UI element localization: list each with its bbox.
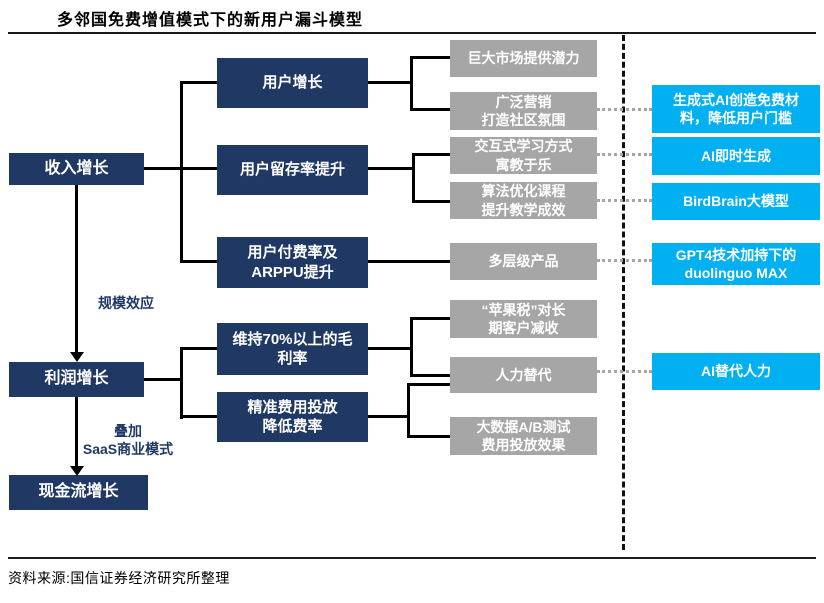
connector-line — [180, 347, 217, 350]
connector-line — [144, 378, 180, 381]
connector-line — [407, 383, 410, 438]
connector-line — [180, 167, 217, 170]
ai-boundary-dashed-line — [622, 35, 625, 550]
connector-line — [410, 317, 413, 377]
node-birdbrain-model: BirdBrain大模型 — [652, 183, 820, 220]
connector-line — [368, 260, 450, 263]
connector-line — [368, 167, 412, 170]
saas-model-label: 叠加 SaaS商业模式 — [82, 423, 174, 457]
dotted-link — [597, 370, 652, 373]
node-algorithm-courses: 算法优化课程 提升教学成效 — [450, 182, 597, 219]
node-expense-efficiency: 精准费用投放 降低费率 — [217, 392, 368, 442]
top-divider — [8, 32, 816, 34]
node-labor-substitution: 人力替代 — [450, 357, 597, 393]
connector-line — [410, 56, 450, 59]
connector-line — [180, 81, 217, 84]
connector-line — [180, 415, 217, 418]
dotted-link — [597, 153, 652, 156]
connector-line — [144, 167, 180, 170]
bottom-divider — [8, 557, 816, 559]
down-arrowhead — [70, 352, 84, 362]
dotted-link — [597, 108, 652, 111]
node-market-potential: 巨大市场提供潜力 — [450, 40, 597, 77]
connector-line — [368, 347, 410, 350]
connector-line — [75, 397, 78, 467]
scale-effect-label: 规模效应 — [98, 295, 154, 311]
connector-line — [180, 260, 217, 263]
connector-line — [368, 81, 410, 84]
node-gross-margin: 维持70%以上的毛 利率 — [217, 323, 368, 375]
node-bigdata-abtest: 大数据A/B测试 费用投放效果 — [450, 417, 597, 455]
connector-line — [180, 81, 183, 263]
connector-line — [407, 435, 450, 438]
node-marketing-community: 广泛营销 打造社区氛围 — [450, 92, 597, 130]
source-note: 资料来源:国信证券经济研究所整理 — [8, 570, 230, 586]
connector-line — [75, 185, 78, 353]
node-gpt4-max: GPT4技术加持下的 duolinguo MAX — [652, 243, 820, 285]
connector-line — [410, 317, 450, 320]
node-interactive-learning: 交互式学习方式 寓教于乐 — [450, 137, 597, 174]
connector-line — [368, 415, 407, 418]
dotted-link — [597, 199, 652, 202]
connector-line — [412, 153, 450, 156]
node-revenue-growth: 收入增长 — [9, 153, 144, 185]
connector-line — [410, 374, 450, 377]
connector-line — [410, 56, 413, 111]
page-title: 多邻国免费增值模式下的新用户漏斗模型 — [57, 12, 364, 29]
node-arppu: 用户付费率及 ARPPU提升 — [217, 237, 368, 288]
node-tiered-products: 多层级产品 — [450, 243, 597, 280]
connector-line — [407, 383, 450, 386]
connector-line — [180, 347, 183, 419]
node-user-growth: 用户增长 — [217, 58, 368, 108]
connector-line — [412, 200, 450, 203]
node-profit-growth: 利润增长 — [9, 362, 144, 397]
node-ai-instant-generation: AI即时生成 — [652, 137, 820, 175]
node-apple-tax: “苹果税”对长 期客户减收 — [450, 300, 597, 338]
connector-line — [412, 153, 415, 203]
dotted-link — [597, 259, 652, 262]
connector-line — [410, 108, 450, 111]
node-retention: 用户留存率提升 — [217, 145, 368, 195]
down-arrowhead — [70, 466, 84, 476]
node-genai-materials: 生成式AI创造免费材 料，降低用户门槛 — [652, 85, 820, 133]
node-cashflow-growth: 现金流增长 — [9, 475, 148, 510]
node-ai-replace-labor: AI替代人力 — [652, 353, 820, 390]
